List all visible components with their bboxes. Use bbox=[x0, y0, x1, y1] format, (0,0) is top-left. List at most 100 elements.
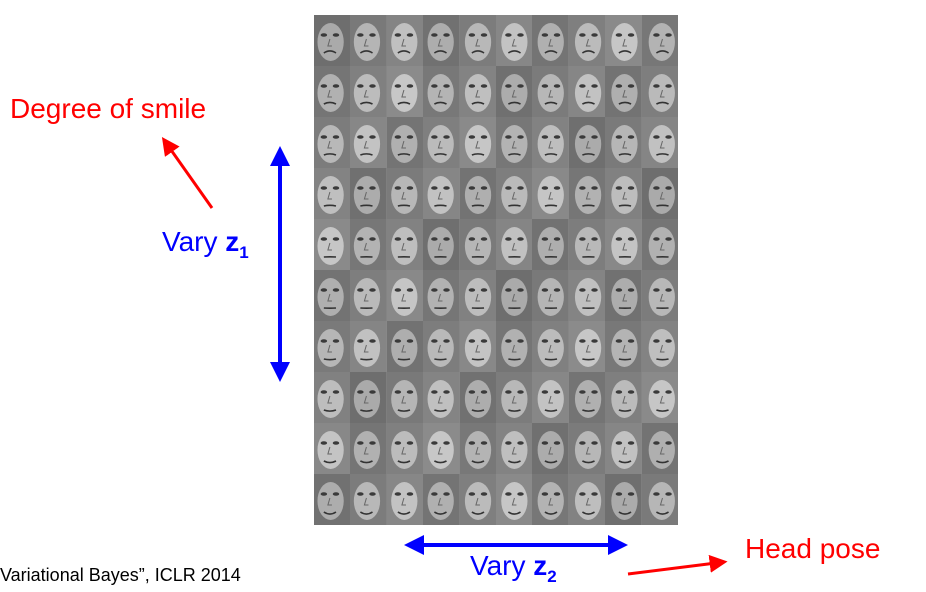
generated-face-image bbox=[423, 219, 460, 270]
generated-face-image bbox=[641, 117, 678, 168]
generated-face-image bbox=[532, 474, 569, 525]
generated-face-image bbox=[605, 423, 642, 474]
generated-face-image bbox=[350, 474, 387, 525]
generated-face-image bbox=[641, 219, 678, 270]
face-grid bbox=[314, 15, 678, 525]
generated-face-image bbox=[532, 168, 569, 219]
generated-face-image bbox=[496, 117, 533, 168]
z2-variable: z bbox=[533, 550, 548, 581]
generated-face-image bbox=[314, 219, 351, 270]
generated-face-image bbox=[568, 372, 606, 423]
generated-face-image bbox=[641, 372, 678, 423]
generated-face-image bbox=[386, 219, 424, 270]
generated-face-image bbox=[496, 321, 533, 372]
generated-face-image bbox=[386, 321, 424, 372]
generated-face-image bbox=[532, 270, 569, 321]
generated-face-image bbox=[641, 66, 678, 117]
generated-face-image bbox=[605, 117, 642, 168]
generated-face-image bbox=[641, 474, 678, 525]
generated-face-image bbox=[423, 168, 460, 219]
generated-face-image bbox=[496, 423, 533, 474]
generated-face-image bbox=[459, 372, 496, 423]
generated-face-image bbox=[641, 321, 678, 372]
generated-face-image bbox=[532, 372, 569, 423]
generated-face-image bbox=[314, 372, 351, 423]
generated-face-image bbox=[641, 270, 678, 321]
generated-face-image bbox=[641, 15, 678, 66]
smile-arrow bbox=[161, 137, 214, 209]
vary-z2-prefix: Vary bbox=[470, 550, 534, 581]
generated-face-image bbox=[350, 372, 387, 423]
head-pose-arrow bbox=[627, 554, 728, 576]
generated-face-image bbox=[423, 321, 460, 372]
generated-face-image bbox=[423, 66, 460, 117]
generated-face-image bbox=[350, 168, 387, 219]
generated-face-image bbox=[568, 66, 606, 117]
generated-face-image bbox=[568, 168, 606, 219]
z1-subscript: 1 bbox=[239, 243, 249, 262]
vary-z1-label: Vary z1 bbox=[162, 226, 249, 262]
generated-face-image bbox=[386, 168, 424, 219]
generated-face-image bbox=[496, 168, 533, 219]
vary-z1-prefix: Vary bbox=[162, 226, 226, 257]
generated-face-image bbox=[532, 15, 569, 66]
generated-face-image bbox=[605, 15, 642, 66]
generated-face-image bbox=[350, 117, 387, 168]
generated-face-image bbox=[314, 168, 351, 219]
head-pose-label: Head pose bbox=[745, 533, 881, 564]
generated-face-image bbox=[459, 15, 496, 66]
generated-face-image bbox=[496, 15, 533, 66]
generated-face-image bbox=[423, 372, 460, 423]
generated-face-image bbox=[496, 270, 533, 321]
generated-face-image bbox=[314, 321, 351, 372]
generated-face-image bbox=[568, 423, 606, 474]
generated-face-image bbox=[568, 270, 606, 321]
generated-face-image bbox=[314, 474, 351, 525]
generated-face-image bbox=[386, 15, 424, 66]
generated-face-image bbox=[641, 168, 678, 219]
z2-subscript: 2 bbox=[547, 567, 557, 586]
generated-face-image bbox=[423, 15, 460, 66]
generated-face-image bbox=[568, 15, 606, 66]
generated-face-image bbox=[314, 270, 351, 321]
generated-face-image bbox=[641, 423, 678, 474]
generated-face-image bbox=[459, 66, 496, 117]
generated-face-image bbox=[314, 423, 351, 474]
generated-face-image bbox=[350, 321, 387, 372]
generated-face-image bbox=[386, 66, 424, 117]
generated-face-image bbox=[314, 15, 351, 66]
generated-face-image bbox=[459, 474, 496, 525]
generated-face-image bbox=[386, 372, 424, 423]
generated-face-image bbox=[532, 423, 569, 474]
generated-face-image bbox=[459, 117, 496, 168]
generated-face-image bbox=[605, 168, 642, 219]
generated-face-image bbox=[605, 66, 642, 117]
generated-face-image bbox=[350, 15, 387, 66]
generated-face-image bbox=[386, 117, 424, 168]
generated-face-image bbox=[459, 219, 496, 270]
generated-face-image bbox=[496, 474, 533, 525]
generated-face-image bbox=[532, 219, 569, 270]
generated-face-image bbox=[423, 270, 460, 321]
generated-face-image bbox=[423, 474, 460, 525]
generated-face-image bbox=[568, 219, 606, 270]
generated-face-image bbox=[568, 474, 606, 525]
generated-face-image bbox=[496, 372, 533, 423]
generated-face-image bbox=[459, 423, 496, 474]
generated-face-image bbox=[350, 219, 387, 270]
generated-face-image bbox=[386, 270, 424, 321]
generated-face-image bbox=[496, 219, 533, 270]
generated-face-image bbox=[350, 423, 387, 474]
generated-face-image bbox=[605, 270, 642, 321]
generated-face-image bbox=[605, 321, 642, 372]
generated-face-image bbox=[568, 321, 606, 372]
generated-face-image bbox=[314, 66, 351, 117]
generated-face-image bbox=[532, 117, 569, 168]
generated-face-image bbox=[459, 168, 496, 219]
degree-of-smile-label: Degree of smile bbox=[10, 93, 207, 124]
generated-face-image bbox=[423, 117, 460, 168]
generated-face-image bbox=[532, 66, 569, 117]
z1-variable: z bbox=[225, 226, 240, 257]
generated-face-image bbox=[386, 474, 424, 525]
citation-text: Variational Bayes”, ICLR 2014 bbox=[0, 565, 241, 585]
